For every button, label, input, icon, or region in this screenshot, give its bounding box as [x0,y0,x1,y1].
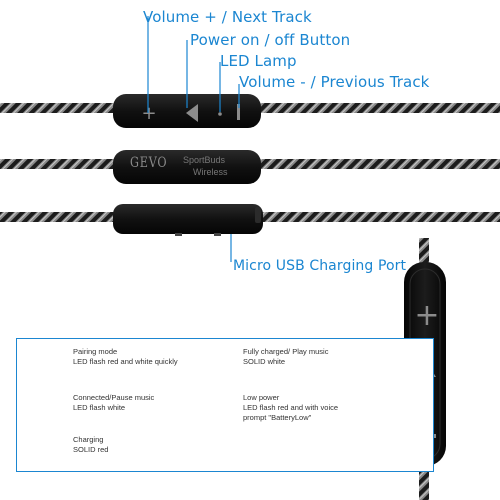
legend-full-title: Fully charged/ Play music [243,347,329,356]
remote-logo-view [113,150,261,184]
legend-charging-title: Charging [73,435,104,444]
usb-port-slot [255,207,261,223]
legend-low-detail: LED flash red and with voice [243,403,339,412]
legend-connected-detail: LED flash white [73,403,126,412]
volume-up-label: Volume + / Next Track [143,8,312,26]
remote-usb-view [113,204,263,236]
power-triangle-icon [186,104,198,122]
legend-low-title: Low power [243,393,280,402]
legend-pairing-detail: LED flash red and white quickly [73,357,178,366]
power-button-label: Power on / off Button [190,31,351,49]
legend-charging-detail: SOLID red [73,445,109,454]
cable-vertical-lower [419,462,429,500]
legend-full-detail: SOLID white [243,357,286,366]
legend-low-detail2: prompt "BatteryLow" [243,413,312,422]
legend-pairing-title: Pairing mode [73,347,118,356]
brand-logo: GEVO [130,155,168,171]
remote-buttons-view: + [113,94,261,128]
brand-product-line2: Wireless [193,167,228,177]
cable-vertical-upper [419,238,429,268]
usb-port-label: Micro USB Charging Port [233,258,407,274]
volume-up-large-icon: + [414,298,439,333]
brand-product-line1: SportBuds [183,155,226,165]
led-dot [218,112,222,116]
led-lamp-label: LED Lamp [220,52,297,70]
volume-down-label: Volume - / Previous Track [239,73,430,91]
led-status-legend: Pairing mode LED flash red and white qui… [16,338,434,472]
volume-down-symbol [237,104,240,120]
volume-up-symbol: + [141,103,156,124]
legend-connected-title: Connected/Pause music [73,393,155,402]
